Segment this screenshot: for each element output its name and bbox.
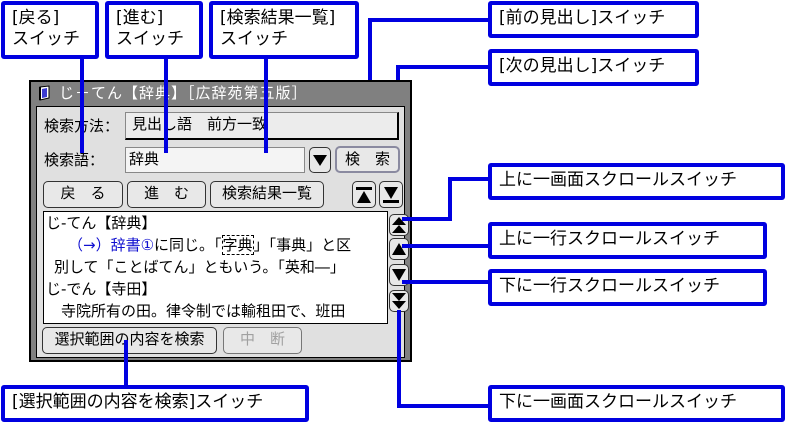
stop-button[interactable]: 中 断: [223, 327, 302, 354]
page-down-button[interactable]: [389, 290, 409, 312]
forward-button-label: 進 む: [143, 184, 189, 202]
callout-text: 上に一行スクロールスイッチ: [499, 229, 720, 249]
leader-line-next-heading-h: [396, 65, 488, 69]
callout-back: [戻る] スイッチ: [1, 1, 99, 59]
line-up-button[interactable]: [389, 238, 409, 260]
leader-line-page-up-h: [402, 217, 452, 221]
search-selection-button[interactable]: 選択範囲の内容を検索: [42, 327, 217, 354]
callout-text: [次の見出し]スイッチ: [499, 56, 666, 76]
callout-search-selection: [選択範囲の内容を検索]スイッチ: [1, 385, 309, 422]
search-selection-label: 選択範囲の内容を検索: [54, 330, 205, 348]
search-query-input[interactable]: 辞典: [125, 147, 305, 173]
search-method-value: 見出し語 前方一致: [132, 115, 268, 133]
back-button[interactable]: 戻 る: [43, 181, 123, 208]
callout-text: 上に一画面スクロールスイッチ: [499, 170, 737, 190]
leader-line-next-heading-v: [396, 65, 400, 80]
leader-line-forward: [164, 55, 168, 153]
callout-page-up: 上に一画面スクロールスイッチ: [488, 163, 785, 200]
callout-text: スイッチ: [12, 29, 80, 49]
search-query-label: 検索語：: [44, 151, 105, 169]
callout-next-heading: [次の見出し]スイッチ: [488, 49, 699, 86]
search-button-label: 検 索: [344, 150, 390, 168]
leader-line-search-selection: [124, 340, 128, 388]
callout-line-up: 上に一行スクロールスイッチ: [488, 222, 767, 259]
search-results-list-button[interactable]: 検索結果一覧: [210, 181, 324, 208]
leader-line-back: [80, 55, 84, 153]
leader-line-page-up-h2: [448, 177, 488, 181]
dictionary-window: じ－てん【辞典】［広辞苑第五版］ 検索方法： 見出し語 前方一致 検索語： 辞典…: [29, 80, 412, 362]
entry-text-line: 寺院所有の田。律令制では輸租田で、班田: [46, 302, 346, 320]
entry-text-line: 別して「ことばてん」ともいう。「英和―」: [54, 258, 345, 276]
callout-forward: [進む] スイッチ: [105, 1, 203, 59]
search-method-field[interactable]: 見出し語 前方一致: [125, 112, 399, 140]
leader-line-results: [264, 55, 268, 153]
leader-line-line-down: [402, 280, 488, 284]
callout-text: [検索結果一覧]: [220, 8, 336, 28]
previous-heading-button[interactable]: [352, 181, 376, 208]
callout-text: [前の見出し]スイッチ: [499, 8, 666, 28]
window-title: じ－てん【辞典】［広辞苑第五版］: [59, 84, 308, 102]
book-icon: [39, 85, 50, 101]
arrow-up-to-bar-icon: [356, 186, 372, 203]
entry-text-line: （→）辞書①に同じ。「字典」「事典」と区: [44, 234, 387, 256]
leader-line-page-down-v: [397, 310, 401, 406]
callout-text: スイッチ: [116, 29, 184, 49]
search-results-list-label: 検索結果一覧: [221, 184, 312, 202]
callout-line-down: 下に一行スクロールスイッチ: [488, 269, 767, 306]
cross-reference-link[interactable]: （→）辞書①: [68, 236, 155, 254]
entry-text: に同じ。「: [154, 236, 222, 254]
callout-text: 下に一行スクロールスイッチ: [499, 276, 720, 296]
window-client: 検索方法： 見出し語 前方一致 検索語： 辞典 検 索 戻 る 進 む 検索結果…: [36, 106, 409, 358]
up-icon: [392, 243, 406, 255]
leader-line-prev-heading-v: [368, 18, 372, 80]
selected-text: 字典: [221, 235, 254, 255]
entry-heading: じ‐てん【辞典】: [46, 214, 157, 232]
arrow-down-to-bar-icon: [383, 186, 399, 203]
leader-line-page-down-h: [397, 404, 488, 408]
callout-prev-heading: [前の見出し]スイッチ: [488, 1, 699, 38]
down-icon: [392, 269, 406, 281]
entry-text: 」「事典」と区: [253, 236, 352, 254]
search-button[interactable]: 検 索: [335, 146, 400, 173]
leader-line-prev-heading-h: [368, 18, 488, 22]
back-button-label: 戻 る: [60, 184, 106, 202]
entry-heading: じ‐でん【寺田】: [46, 280, 157, 298]
title-bar: じ－てん【辞典】［広辞苑第五版］: [31, 82, 410, 104]
dropdown-button[interactable]: [309, 147, 331, 173]
forward-button[interactable]: 進 む: [127, 181, 206, 208]
callout-text: [戻る]: [12, 8, 60, 28]
callout-text: 下に一画面スクロールスイッチ: [499, 392, 737, 412]
callout-text: [選択範囲の内容を検索]スイッチ: [12, 392, 264, 412]
callout-page-down: 下に一画面スクロールスイッチ: [488, 385, 785, 422]
triangle-down-icon: [313, 155, 327, 166]
callout-results-list: [検索結果一覧] スイッチ: [209, 1, 359, 59]
leader-line-page-up-v: [448, 177, 452, 221]
leader-line-line-up: [402, 244, 488, 248]
search-query-value: 辞典: [129, 150, 160, 168]
callout-text: スイッチ: [220, 29, 288, 49]
double-up-icon: [392, 217, 406, 233]
next-heading-button[interactable]: [379, 181, 403, 208]
callout-text: [進む]: [116, 8, 164, 28]
stop-button-label: 中 断: [239, 330, 285, 348]
dictionary-text-view[interactable]: じ‐てん【辞典】 （→）辞書①に同じ。「字典」「事典」と区 別して「ことばてん」…: [43, 211, 388, 324]
double-down-icon: [392, 293, 406, 309]
